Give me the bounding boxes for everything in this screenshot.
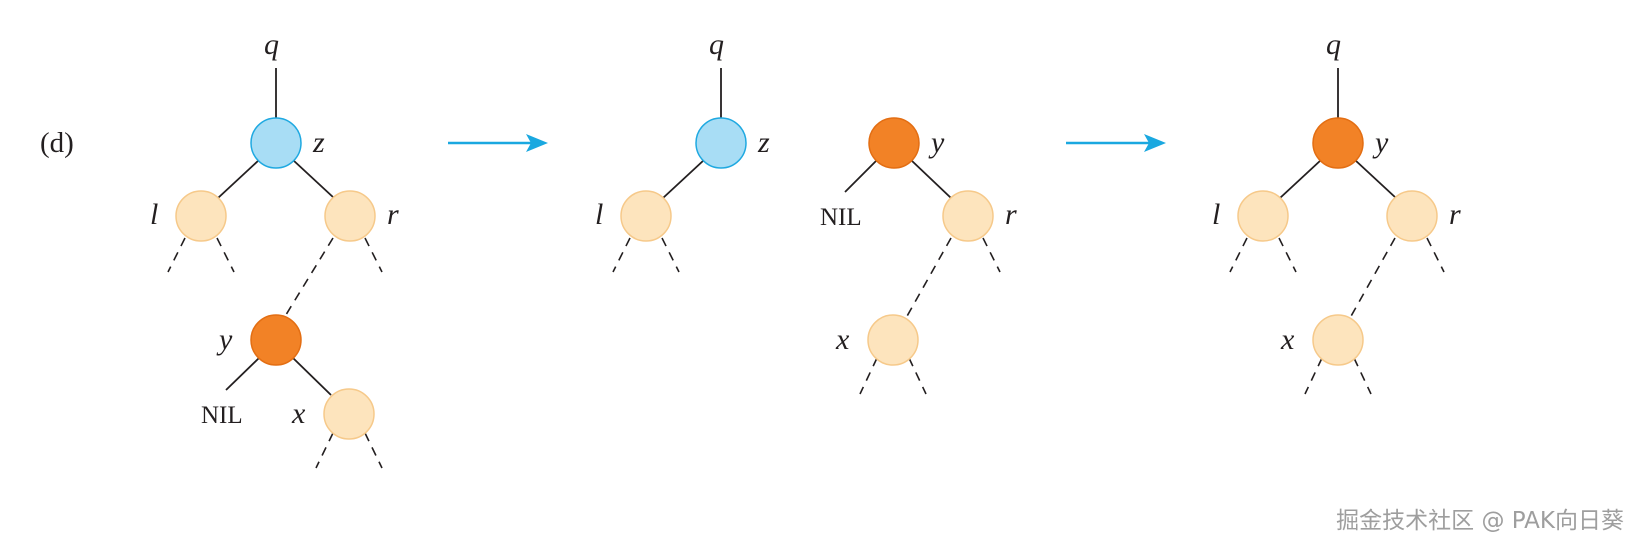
- label-z: z: [757, 126, 770, 159]
- node-l: [1237, 190, 1289, 242]
- label-z: z: [312, 126, 325, 159]
- stage-1-before: q z l r y NIL x: [150, 28, 399, 469]
- node-x: [867, 314, 919, 366]
- label-q: q: [1326, 28, 1341, 61]
- label-l: l: [1212, 198, 1220, 231]
- node-r: [324, 190, 376, 242]
- subtree-edge-l-left: [1229, 237, 1248, 273]
- edge-y-nil: [225, 357, 260, 391]
- subtree-edge-l-right: [216, 237, 235, 273]
- subtree-path-r-to-y: [283, 237, 334, 319]
- label-x: x: [1280, 323, 1295, 356]
- node-z: [695, 117, 747, 169]
- node-l: [620, 190, 672, 242]
- stage-2-intermediate: q z l y NIL r x: [595, 28, 1017, 395]
- subtree-path-r-to-x: [1349, 237, 1396, 319]
- edge-y-nil: [844, 159, 878, 193]
- label-r: r: [387, 198, 399, 231]
- label-x: x: [835, 323, 850, 356]
- node-y: [250, 314, 302, 366]
- label-nil: NIL: [820, 204, 862, 231]
- node-x: [1312, 314, 1364, 366]
- node-y: [1312, 117, 1364, 169]
- label-l: l: [595, 198, 603, 231]
- node-x: [323, 388, 375, 440]
- label-r: r: [1449, 198, 1461, 231]
- label-nil: NIL: [201, 402, 243, 429]
- part-label: (d): [40, 127, 74, 159]
- subtree-edge-x-left: [1304, 357, 1323, 395]
- subtree-edge-x-left: [859, 357, 878, 395]
- label-q: q: [709, 28, 724, 61]
- right-arrow-icon: [448, 134, 548, 152]
- edge-z-r: [292, 159, 335, 199]
- subtree-edge-l-right: [1278, 237, 1297, 273]
- node-y: [868, 117, 920, 169]
- label-l: l: [150, 198, 158, 231]
- node-r: [942, 190, 994, 242]
- subtree-edge-x-left: [315, 432, 334, 469]
- subtree-edge-r-right: [982, 237, 1001, 273]
- label-x: x: [291, 397, 306, 430]
- edge-y-l: [1279, 159, 1322, 199]
- edge-y-r: [1354, 159, 1397, 199]
- right-arrow-icon: [1066, 134, 1166, 152]
- label-y: y: [216, 323, 233, 356]
- subtree-edge-l-left: [167, 237, 186, 273]
- label-y: y: [928, 126, 945, 159]
- subtree-edge-x-right: [364, 432, 383, 469]
- watermark: 掘金技术社区 @ PAK向日葵: [1336, 508, 1624, 534]
- subtree-edge-l-right: [661, 237, 680, 273]
- edge-z-l: [217, 159, 260, 199]
- subtree-edge-r-right: [1426, 237, 1445, 273]
- label-r: r: [1005, 198, 1017, 231]
- stage-3-after: q y l r x: [1212, 28, 1461, 395]
- subtree-edge-l-left: [612, 237, 631, 273]
- edge-y-x: [292, 357, 332, 396]
- node-l: [175, 190, 227, 242]
- subtree-edge-x-right: [1353, 357, 1372, 395]
- subtree-path-r-to-x: [905, 237, 952, 319]
- subtree-edge-x-right: [908, 357, 927, 395]
- label-q: q: [264, 28, 279, 61]
- node-r: [1386, 190, 1438, 242]
- node-z: [250, 117, 302, 169]
- edge-y-r: [910, 159, 952, 199]
- subtree-edge-r-right: [364, 237, 383, 273]
- edge-z-l: [662, 159, 705, 199]
- label-y: y: [1372, 126, 1389, 159]
